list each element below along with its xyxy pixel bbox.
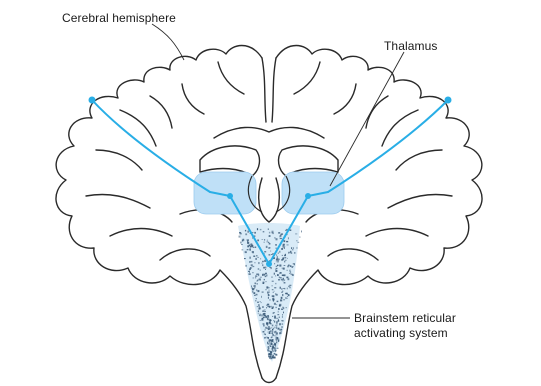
longitudinal-fissure bbox=[262, 58, 276, 122]
leader-cerebral bbox=[152, 24, 184, 60]
lateral-ventricle-left bbox=[200, 146, 259, 176]
node-right-cortex bbox=[445, 97, 452, 104]
cerebral-hemisphere-label: Cerebral hemisphere bbox=[62, 11, 176, 25]
node-left-thalamus bbox=[227, 193, 233, 199]
node-left-cortex bbox=[89, 97, 96, 104]
node-brainstem bbox=[266, 261, 272, 267]
brainstem-reticular-label: Brainstem reticular activating system bbox=[354, 311, 456, 341]
pathway-left-cortex bbox=[92, 100, 210, 192]
corpus-callosum bbox=[214, 127, 324, 138]
pathway-right-cortex bbox=[328, 100, 448, 192]
brainstem-label-line2: activating system bbox=[354, 326, 456, 341]
thalamus-label: Thalamus bbox=[384, 39, 438, 53]
brainstem-label-line1: Brainstem reticular bbox=[354, 311, 456, 326]
reticular-formation bbox=[238, 223, 302, 362]
third-ventricle bbox=[259, 178, 280, 222]
node-right-thalamus bbox=[305, 193, 311, 199]
lateral-ventricle-right bbox=[279, 146, 338, 176]
brainstem-tip bbox=[262, 378, 276, 383]
thalamus-left bbox=[194, 172, 256, 214]
